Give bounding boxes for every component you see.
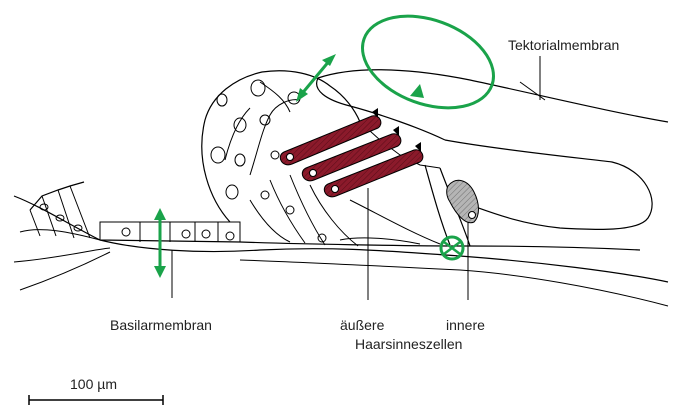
basilar-membrane (14, 182, 668, 306)
double-arrow-vertical-icon (154, 208, 166, 278)
rotation-ellipse-icon (350, 0, 507, 125)
label-basilarmembran: Basilarmembran (110, 317, 212, 333)
label-aeussere: äußere (340, 317, 385, 333)
supporting-cells-left (30, 186, 240, 242)
hensen-cells (202, 71, 360, 222)
scale-bar: 100 µm (29, 376, 163, 405)
scale-bar-label: 100 µm (70, 376, 117, 392)
double-arrow-diagonal-icon (296, 54, 336, 102)
outer-hair-cells (280, 108, 423, 197)
inner-hair-cell (447, 180, 479, 222)
label-haarsinneszellen: Haarsinneszellen (355, 336, 462, 352)
label-tektorialmembran: Tektorialmembran (508, 37, 619, 53)
label-innere: innere (446, 317, 485, 333)
